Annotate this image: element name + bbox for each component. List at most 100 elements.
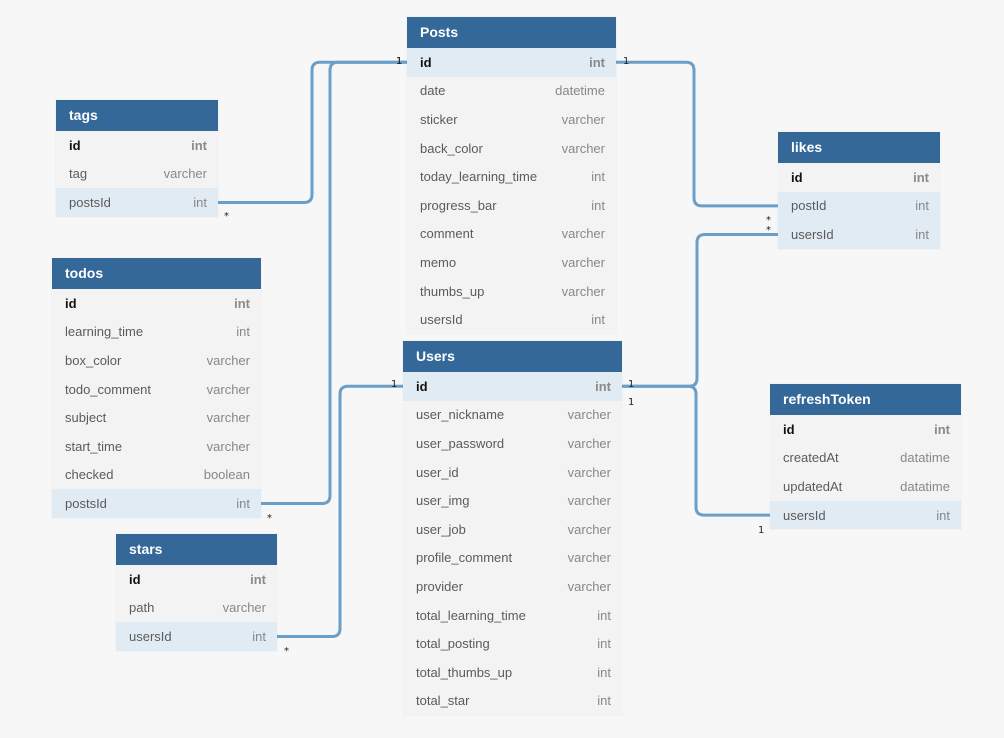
field-type: int <box>591 312 605 328</box>
field-type: int <box>252 628 266 644</box>
cardinality-label: * <box>224 211 229 222</box>
field-name: todo_comment <box>65 381 151 397</box>
field-name: id <box>69 137 81 153</box>
field-row[interactable]: id int <box>56 131 218 160</box>
cardinality-label: 1 <box>758 525 765 536</box>
field-name: checked <box>65 467 114 483</box>
connector-likes-users <box>622 233 778 388</box>
table-header[interactable]: todos <box>52 258 261 289</box>
field-type: int <box>915 226 929 242</box>
field-type: int <box>591 169 605 185</box>
cardinality-label: * <box>766 225 771 236</box>
table-header[interactable]: Posts <box>407 17 616 48</box>
field-type: datatime <box>900 478 950 494</box>
field-type: int <box>234 295 250 311</box>
table-header[interactable]: tags <box>56 100 218 131</box>
field-type: varcher <box>567 493 611 509</box>
field-row[interactable]: usersId int <box>778 220 940 249</box>
field-type: int <box>191 137 207 153</box>
field-type: varcher <box>561 254 605 270</box>
field-type: varcher <box>567 407 611 423</box>
cardinality-label: 1 <box>396 56 403 67</box>
table-header[interactable]: refreshToken <box>770 384 961 415</box>
field-name: id <box>420 54 432 70</box>
field-type: int <box>193 194 207 210</box>
field-name: usersId <box>129 628 172 644</box>
field-type: varcher <box>567 521 611 537</box>
field-type: varcher <box>561 283 605 299</box>
field-type: int <box>236 495 250 511</box>
cardinality-label: * <box>267 513 272 524</box>
connector-refresh-users <box>622 384 770 517</box>
table-header[interactable]: likes <box>778 132 940 163</box>
cardinality-label: 1 <box>391 379 398 390</box>
field-row[interactable]: user_job varcher <box>403 515 622 544</box>
field-name: usersId <box>783 507 826 523</box>
field-name: path <box>129 600 155 616</box>
table-header[interactable]: stars <box>116 534 277 565</box>
field-type: int <box>236 324 250 340</box>
field-name: today_learning_time <box>420 169 538 185</box>
table-header[interactable]: Users <box>403 341 622 372</box>
field-type: int <box>597 607 611 623</box>
field-name: tag <box>69 166 88 182</box>
connector-stars-users <box>277 384 403 638</box>
field-type: varcher <box>561 140 605 156</box>
field-row[interactable]: postsId int <box>56 188 218 217</box>
field-name: createdAt <box>783 450 839 466</box>
field-name: user_job <box>416 521 466 537</box>
field-name: start_time <box>65 438 123 454</box>
connector-tags-posts <box>218 60 407 204</box>
field-row[interactable]: today_learning_time int <box>407 162 616 191</box>
field-name: postsId <box>69 194 111 210</box>
cardinality-label: 1 <box>396 56 403 67</box>
field-row[interactable]: usersId int <box>116 622 277 651</box>
field-name: usersId <box>791 226 834 242</box>
field-type: varcher <box>561 226 605 242</box>
